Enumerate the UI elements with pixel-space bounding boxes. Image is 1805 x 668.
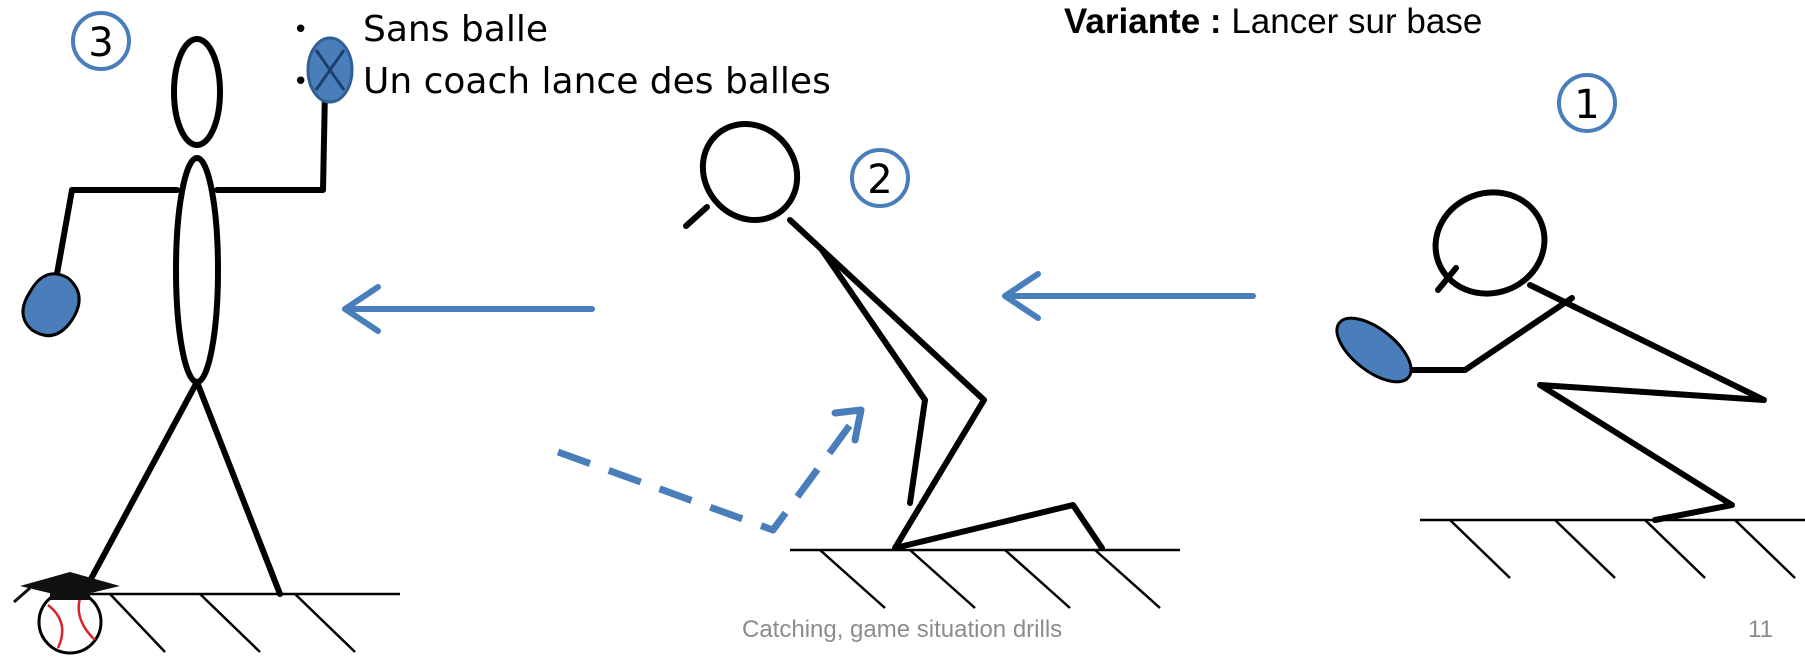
throw-arrow-1-to-2 (1002, 271, 1256, 321)
svg-text:2: 2 (867, 157, 892, 203)
baseball-icon (37, 589, 103, 655)
player-number-1: 1 (1557, 73, 1617, 133)
drill-notes: •Sans balle •Un coach lance des balles (285, 4, 831, 108)
throw-arrow-2-to-3 (342, 284, 595, 334)
page-number: 11 (1748, 616, 1773, 643)
glove-icon-3 (21, 272, 81, 338)
ball-path-dashed-arrow (556, 406, 865, 534)
svg-text:3: 3 (88, 20, 113, 66)
graduation-cap-icon (13, 572, 120, 604)
note-item: •Un coach lance des balles (293, 61, 831, 102)
footer-title: Catching, game situation drills (742, 616, 1063, 643)
coach-ball-icon (306, 36, 354, 104)
note-item: •Sans balle (293, 9, 548, 50)
note-text: Un coach lance des balles (363, 61, 831, 102)
player-1-figure (1407, 189, 1767, 523)
ground-1 (1420, 518, 1805, 579)
ground-3 (85, 592, 400, 653)
note-text: Sans balle (363, 9, 548, 50)
ground-2 (790, 548, 1180, 609)
player-3-figure (52, 36, 328, 597)
player-number-2: 2 (850, 148, 910, 208)
player-number-3: 3 (71, 11, 131, 71)
player-2-figure (683, 121, 1105, 551)
svg-text:1: 1 (1574, 82, 1599, 128)
variant-label: Variante : (1064, 2, 1222, 41)
variant-caption: Variante : Lancer sur base (1064, 0, 1482, 44)
glove-icon-1 (1335, 316, 1413, 384)
variant-text: Lancer sur base (1231, 2, 1483, 41)
